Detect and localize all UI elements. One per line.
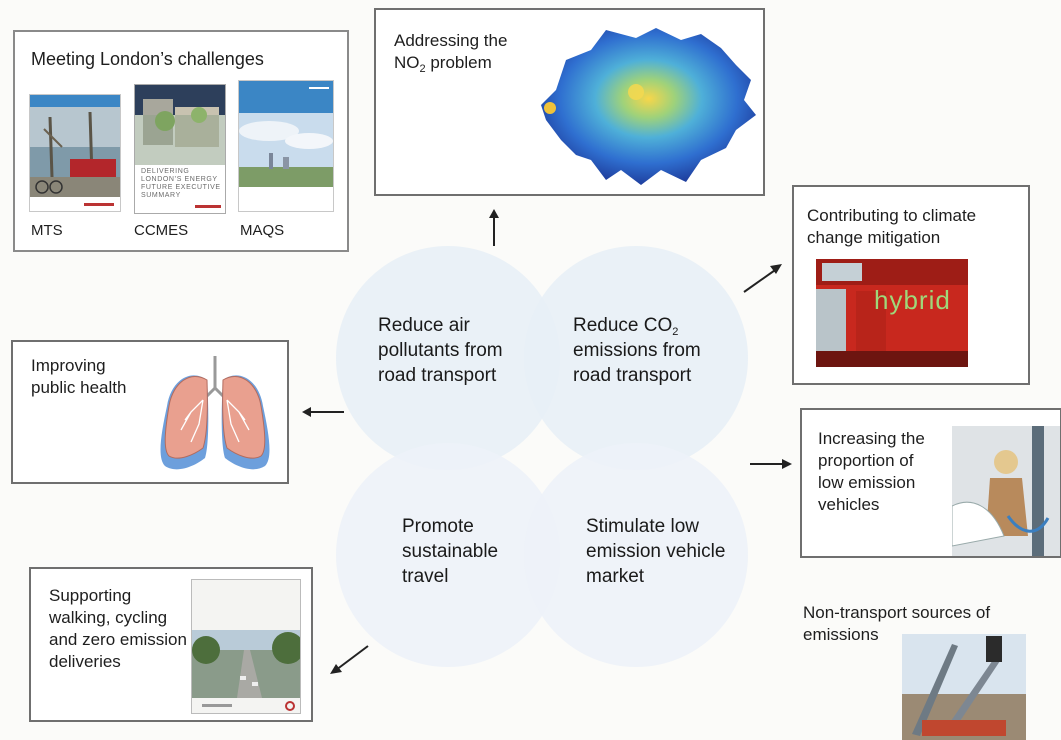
non-transport-title: Non-transport sources of emissions — [803, 603, 991, 644]
climate-box: Contributing to climate change mitigatio… — [792, 185, 1030, 385]
ev-charging-image — [952, 426, 1060, 556]
maqs-cover — [238, 80, 334, 212]
walking-box: Supporting walking, cycling and zero emi… — [29, 567, 313, 722]
no2-box: Addressing the NO2 problem — [374, 8, 765, 196]
hybrid-bus-image — [816, 259, 968, 367]
reduce-co2-text: Reduce CO2 emissions from road transport — [573, 315, 701, 386]
low-emission-box: Increasing the proportion of low emissio… — [800, 408, 1061, 558]
arrow-to-climate — [743, 264, 782, 293]
ccmes-cover-text: DELIVERING LONDON’S ENERGY FUTURE EXECUT… — [141, 168, 221, 199]
london-no2-map — [541, 28, 756, 185]
health-title: Improving public health — [31, 356, 127, 397]
walking-cover — [191, 579, 301, 714]
health-box: Improving public health — [11, 340, 289, 484]
lungs-icon — [160, 356, 270, 470]
bus-hybrid-text: hybrid — [874, 285, 951, 315]
no2-title: Addressing the NO2 problem — [394, 31, 508, 75]
doc-label-mts: MTS — [31, 222, 63, 239]
arrow-up-to-no2 — [489, 209, 499, 246]
circle-top-left — [336, 246, 560, 470]
challenges-box: Meeting London’s challenges — [13, 30, 349, 252]
low-emission-title: Increasing the proportion of low emissio… — [818, 429, 925, 514]
doc-label-ccmes: CCMES — [134, 222, 189, 239]
arrow-to-walking — [330, 645, 369, 674]
circle-top-right — [524, 246, 748, 470]
mts-cover — [29, 94, 121, 212]
circle-bottom-right — [524, 443, 748, 667]
climate-title: Contributing to climate change mitigatio… — [807, 206, 977, 247]
arrow-to-health — [302, 407, 344, 417]
promote-sustainable-travel-text: Promote sustainable travel — [402, 516, 499, 587]
arrow-to-low-emission — [750, 459, 792, 469]
doc-label-maqs: MAQS — [240, 222, 285, 239]
circle-bottom-left — [336, 443, 560, 667]
center-circles — [336, 246, 748, 667]
reduce-air-pollutants-text: Reduce air pollutants from road transpor… — [378, 315, 503, 386]
stimulate-low-emission-text: Stimulate low emission vehicle market — [586, 516, 726, 587]
challenges-title: Meeting London’s challenges — [31, 49, 264, 69]
ccmes-cover: DELIVERING LONDON’S ENERGY FUTURE EXECUT… — [134, 84, 226, 214]
construction-crane-image — [902, 634, 1026, 740]
walking-title: Supporting walking, cycling and zero emi… — [49, 586, 187, 671]
